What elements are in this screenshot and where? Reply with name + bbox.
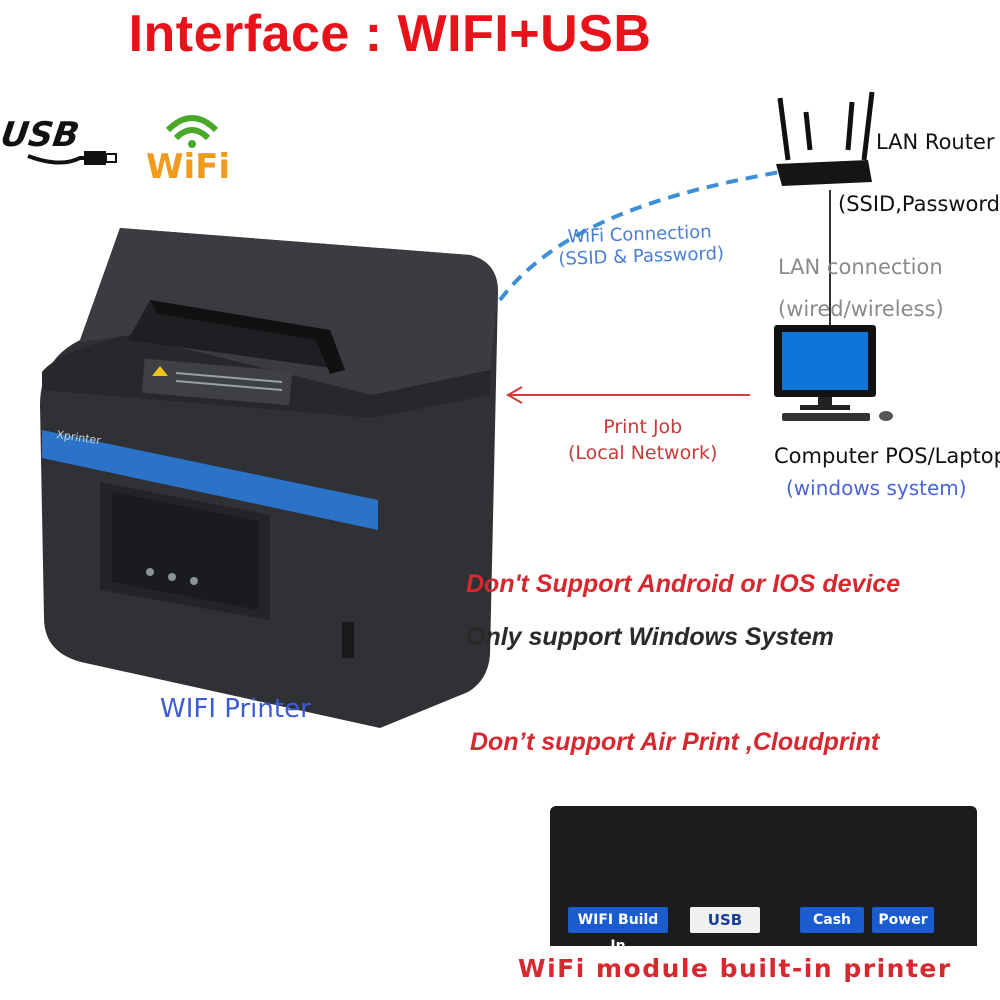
bottom-caption: WiFi module built-in printer: [518, 954, 952, 983]
no-cloud-notice: Don’t support Air Print ,Cloudprint: [470, 728, 880, 756]
port-label-usb: USB: [690, 907, 760, 933]
computer-os-label: (windows system): [786, 476, 967, 500]
wifi-logo-text: WiFi: [146, 147, 230, 187]
lan-connection-label: LAN connection (wired/wireless): [778, 255, 944, 321]
print-job-label: Print Job (Local Network): [568, 416, 718, 464]
wifi-logo: WiFi: [146, 115, 230, 187]
usb-logo-text: USB: [0, 115, 82, 155]
no-mobile-notice: Don't Support Android or IOS device: [466, 570, 901, 598]
port-label-cash: Cash: [800, 907, 864, 933]
router-credentials-label: (SSID,Password): [838, 192, 1000, 216]
page-title: Interface : WIFI+USB: [128, 5, 652, 63]
printer-brand-label: Xprinter: [56, 428, 103, 447]
printer-caption: WIFI Printer: [160, 694, 311, 724]
rear-port-panel: WIFI Build In USB Cash Power: [550, 806, 977, 954]
print-job-arrow: [505, 386, 750, 404]
windows-only-notice: Only support Windows System: [466, 623, 834, 651]
computer-name-label: Computer POS/Laptop: [774, 444, 1000, 468]
computer-icon: [774, 325, 893, 421]
port-label-power: Power: [872, 907, 934, 933]
router-name-label: LAN Router: [876, 130, 995, 154]
usb-logo: USB: [0, 115, 117, 165]
router-icon: [776, 91, 875, 186]
printer-illustration: Xprinter: [40, 228, 498, 728]
port-label-wifi: WIFI Build In: [568, 907, 668, 954]
wifi-connection-label: WiFi Connection (SSID & Password): [558, 221, 725, 270]
